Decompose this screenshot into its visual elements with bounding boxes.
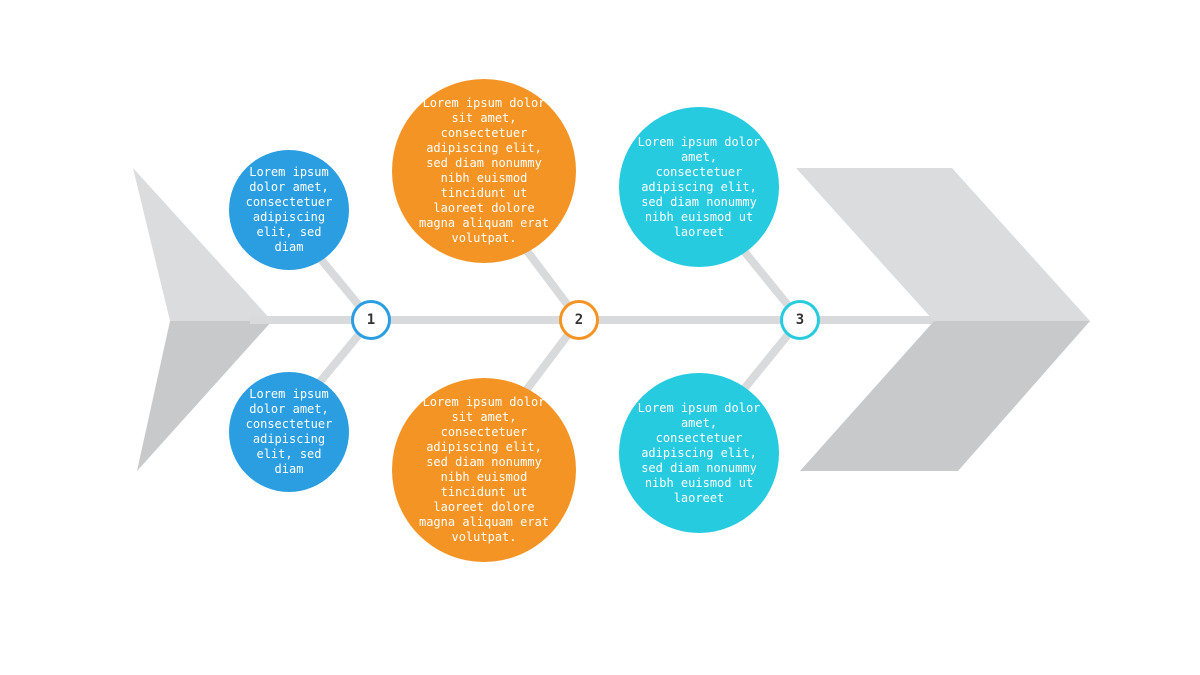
cause-bubble-2-top: Lorem ipsum dolor sit amet, consectetuer… bbox=[392, 79, 576, 263]
cause-text-1-bottom: Lorem ipsum dolor amet, consectetuer adi… bbox=[245, 387, 333, 476]
head-chevron-upper bbox=[796, 168, 1090, 321]
tail-fin-lower bbox=[137, 321, 272, 471]
cause-bubble-1-bottom: Lorem ipsum dolor amet, consectetuer adi… bbox=[229, 372, 349, 492]
cause-text-3-bottom: Lorem ipsum dolor amet, consectetuer adi… bbox=[637, 400, 761, 505]
cause-text-1-top: Lorem ipsum dolor amet, consectetuer adi… bbox=[245, 165, 333, 254]
cause-text-2-bottom: Lorem ipsum dolor sit amet, consectetuer… bbox=[418, 395, 550, 544]
spine-node-3: 3 bbox=[780, 300, 820, 340]
spine-node-1: 1 bbox=[351, 300, 391, 340]
cause-bubble-3-top: Lorem ipsum dolor amet, consectetuer adi… bbox=[619, 107, 779, 267]
cause-text-2-top: Lorem ipsum dolor sit amet, consectetuer… bbox=[418, 96, 550, 245]
spine-node-2: 2 bbox=[559, 300, 599, 340]
cause-bubble-2-bottom: Lorem ipsum dolor sit amet, consectetuer… bbox=[392, 378, 576, 562]
tail-fin-upper bbox=[133, 168, 272, 321]
cause-text-3-top: Lorem ipsum dolor amet, consectetuer adi… bbox=[637, 134, 761, 239]
cause-bubble-1-top: Lorem ipsum dolor amet, consectetuer adi… bbox=[229, 150, 349, 270]
head-chevron-lower bbox=[800, 321, 1090, 471]
cause-bubble-3-bottom: Lorem ipsum dolor amet, consectetuer adi… bbox=[619, 373, 779, 533]
